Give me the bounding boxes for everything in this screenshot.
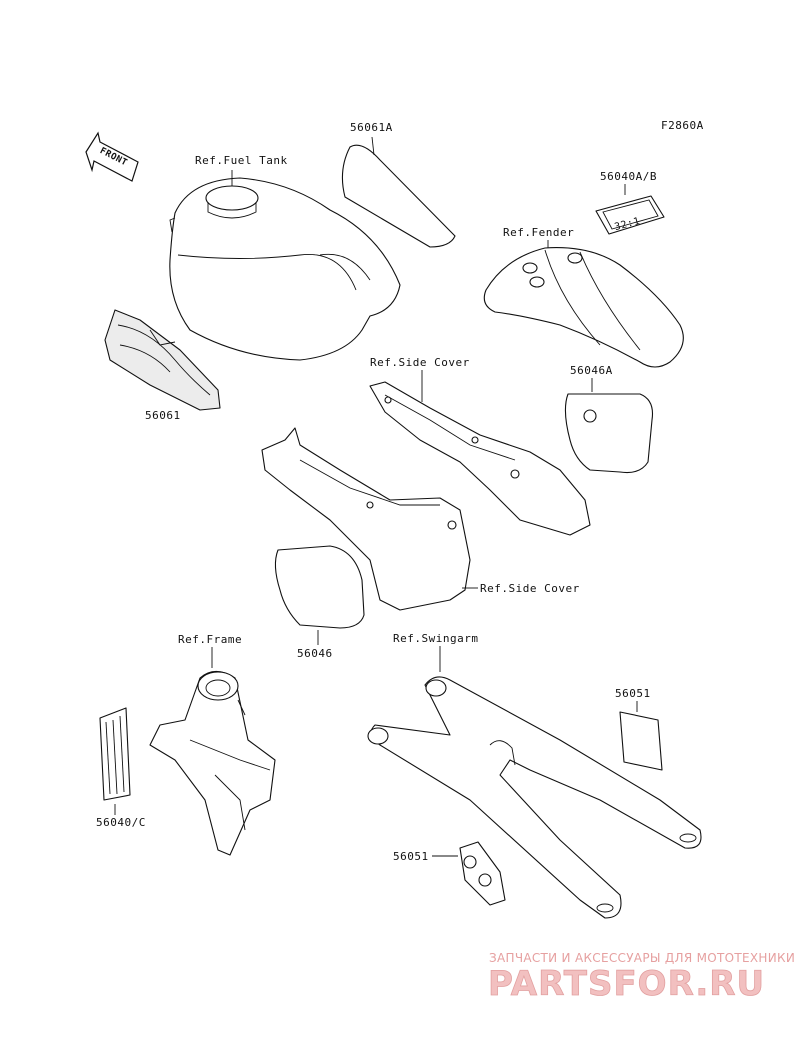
label-ref-fuel-tank: Ref.Fuel Tank xyxy=(195,154,288,167)
fuel-tank xyxy=(169,177,401,361)
decal-56051-lower xyxy=(459,841,506,906)
side-cover-lower xyxy=(261,427,471,611)
side-cover-upper xyxy=(369,381,591,536)
label-56046: 56046 xyxy=(297,647,333,660)
label-56061a: 56061A xyxy=(350,121,393,134)
label-56061: 56061 xyxy=(145,409,181,422)
fender xyxy=(483,247,684,368)
label-ref-swingarm: Ref.Swingarm xyxy=(393,632,478,645)
decal-56051-upper xyxy=(619,711,663,771)
figure-code: F2860A xyxy=(661,119,704,132)
watermark: ЗАПЧАСТИ И АКСЕССУАРЫ ДЛЯ МОТОТЕХНИКИ PA… xyxy=(488,951,795,1004)
decal-56046a xyxy=(564,393,654,474)
label-ref-fender: Ref.Fender xyxy=(503,226,574,239)
label-56040c: 56040/C xyxy=(96,816,146,829)
front-arrow-icon: FRONT xyxy=(85,131,139,182)
label-56046a: 56046A xyxy=(570,364,613,377)
label-ref-side-cover-lower: Ref.Side Cover xyxy=(480,582,580,595)
sticker-56040ab: 32:1 xyxy=(595,195,665,235)
label-56040ab: 56040A/B xyxy=(600,170,657,183)
watermark-tagline: ЗАПЧАСТИ И АКСЕССУАРЫ ДЛЯ МОТОТЕХНИКИ xyxy=(489,951,795,965)
decal-56061a xyxy=(341,144,456,248)
frame xyxy=(149,670,276,856)
swingarm xyxy=(367,676,702,919)
label-56051-upper: 56051 xyxy=(615,687,651,700)
watermark-logo-text: PARTSFOR.RU xyxy=(488,964,765,1004)
decal-56061 xyxy=(104,309,221,411)
decal-56040c xyxy=(99,707,131,801)
decal-56046 xyxy=(274,545,365,629)
label-ref-frame: Ref.Frame xyxy=(178,633,242,646)
label-56051-lower: 56051 xyxy=(393,850,429,863)
label-ref-side-cover-upper: Ref.Side Cover xyxy=(370,356,470,369)
